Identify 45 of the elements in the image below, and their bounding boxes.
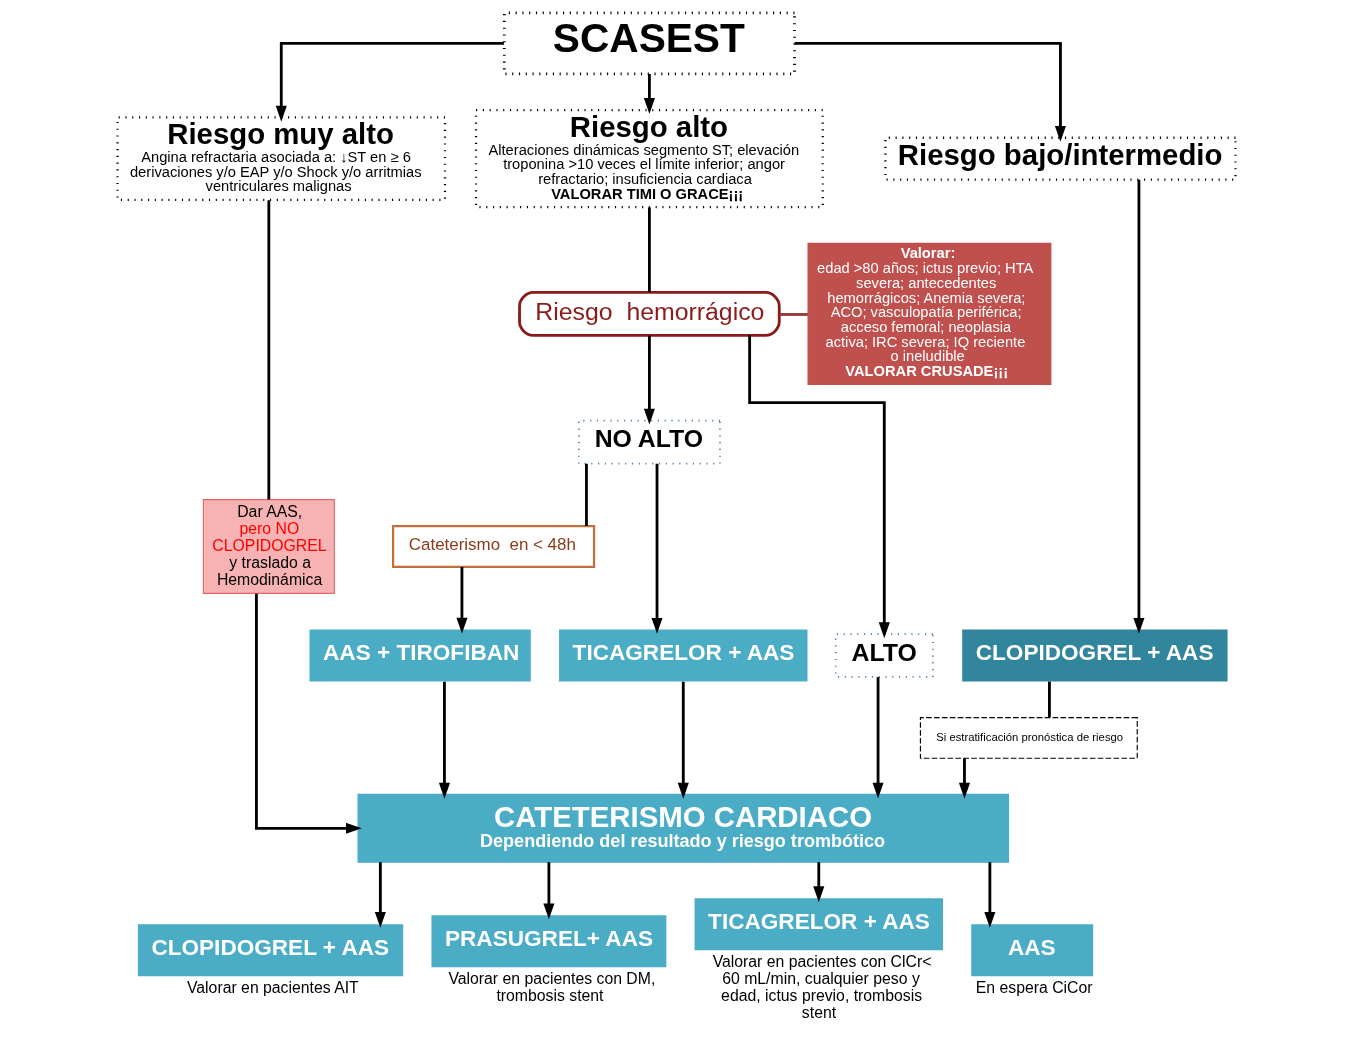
node-label: Valorar en pacientes AIT	[186, 979, 359, 997]
node-box: AAS + TIROFIBAN	[309, 629, 531, 682]
node-label: Valorar en pacientes con ClCr< 60 mL/min, cualquier peso y edad, ictus previo, trombosis stent	[712, 953, 931, 1022]
connector	[779, 313, 808, 316]
arrow	[438, 681, 450, 799]
arrow	[650, 463, 663, 634]
node-box: Riesgo bajo/intermedio	[883, 136, 1237, 181]
node-box: SCASEST	[502, 11, 796, 76]
node-box: Cateterismo en < 48h	[391, 525, 595, 568]
node-label: Valorar en pacientes con DM, trombosis stent	[447, 970, 655, 1005]
node-box: TICAGRELOR + AAS	[558, 629, 807, 682]
node-box: CLOPIDOGREL + AAS	[961, 629, 1228, 682]
arrow	[275, 42, 504, 122]
connector	[647, 207, 651, 293]
node-box: Riesgo alto Alteraciones dinámicas segmento ST; elevación troponina >10 veces el límite inferior; angor refractario; insuficiencia cardiaca VALORAR TIMI O GRACE¡¡¡	[474, 108, 824, 209]
node-box: AAS	[970, 924, 1093, 977]
arrow	[643, 74, 655, 114]
node-box: TICAGRELOR + AAS	[694, 898, 943, 951]
node-box: NO ALTO	[577, 419, 721, 465]
arrow	[455, 567, 467, 634]
arrow	[983, 862, 995, 928]
arrow	[812, 862, 824, 903]
arrow	[872, 677, 884, 799]
arrow	[542, 862, 554, 920]
node-box: Riesgo hemorrágico	[517, 291, 781, 337]
arrow	[374, 862, 386, 928]
node-box: CATETERISMO CARDIACO Dependiendo del resultado y riesgo trombótico	[357, 793, 1009, 863]
node-box: Riesgo muy alto Angina refractaria asociada a: ↓ST en ≥ 6 derivaciones y/o EAP y/o Shock y/o arritmias ventriculares malignas	[115, 116, 446, 201]
arrow	[254, 593, 362, 834]
node-label: En espera CiCor	[975, 979, 1093, 997]
node-box: Si estratificación pronóstica de riesgo	[919, 717, 1138, 759]
node-box: Dar AAS, pero NO CLOPIDOGREL y traslado a Hemodinámica	[202, 499, 335, 594]
arrow	[677, 681, 689, 799]
node-box: Valorar: edad >80 años; ictus previo; HTA severa; antecedentes hemorrágicos; Anemia severa; ACO; vasculopatía periférica; acceso femoral; neoplasia activa; IRC severa; IQ reciente o ineludible VALORAR CRUSADE¡¡¡	[807, 242, 1051, 386]
arrow	[643, 335, 655, 425]
node-box: CLOPIDOGREL + AAS	[137, 924, 403, 977]
arrow	[747, 335, 890, 639]
arrow	[958, 758, 970, 799]
node-box: ALTO	[834, 633, 934, 678]
arrow	[794, 42, 1066, 142]
connector	[584, 463, 588, 526]
arrow	[1132, 179, 1144, 634]
connector	[266, 200, 270, 500]
node-box: PRASUGREL+ AAS	[430, 915, 666, 968]
connector	[1047, 681, 1051, 718]
